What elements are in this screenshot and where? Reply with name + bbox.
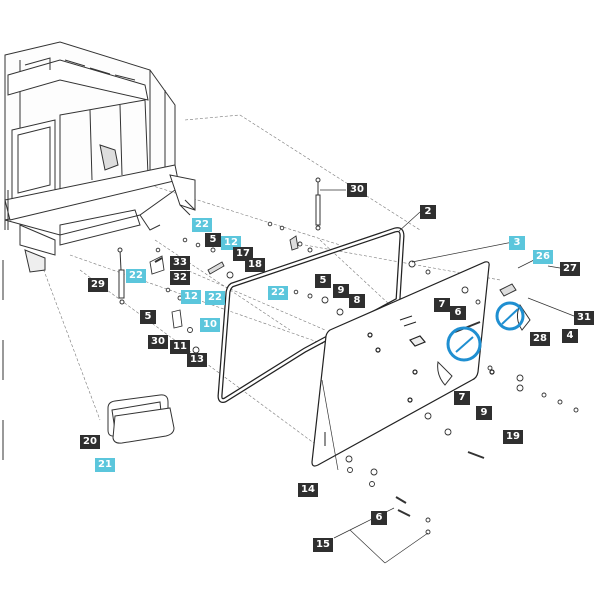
callout-6: 6: [371, 511, 387, 525]
callout-5: 5: [140, 310, 156, 324]
callout-29: 29: [88, 278, 108, 292]
highlight-circles: [446, 301, 525, 362]
callout-13: 13: [187, 353, 207, 367]
rear-glass-panel: [311, 261, 495, 467]
callout-20: 20: [80, 435, 100, 449]
callout-17: 17: [233, 247, 253, 261]
callout-18: 18: [245, 258, 265, 272]
callout-5: 5: [315, 274, 331, 288]
callout-10: 10: [200, 318, 220, 332]
callout-9: 9: [476, 406, 492, 420]
callout-22: 22: [205, 291, 225, 305]
callout-4: 4: [562, 329, 578, 343]
gas-strut-upper: [315, 177, 321, 231]
callout-31: 31: [574, 311, 594, 325]
callout-21: 21: [95, 458, 115, 472]
callout-15: 15: [313, 538, 333, 552]
callout-11: 11: [170, 340, 190, 354]
callout-19: 19: [503, 430, 523, 444]
callout-22: 22: [192, 218, 212, 232]
callout-28: 28: [530, 332, 550, 346]
side-window: [107, 394, 175, 444]
callout-3: 3: [509, 236, 525, 250]
callout-22: 22: [268, 286, 288, 300]
callout-8: 8: [349, 294, 365, 308]
callout-12: 12: [221, 236, 241, 250]
callout-32: 32: [170, 271, 190, 285]
callout-26: 26: [533, 250, 553, 264]
callout-22: 22: [126, 269, 146, 283]
callout-6: 6: [450, 306, 466, 320]
callout-5: 5: [205, 233, 221, 247]
callout-9: 9: [333, 284, 349, 298]
callout-33: 33: [170, 256, 190, 270]
cab-frame: [2, 41, 196, 460]
callout-2: 2: [420, 205, 436, 219]
callout-7: 7: [454, 391, 470, 405]
callout-27: 27: [560, 262, 580, 276]
callout-30: 30: [148, 335, 168, 349]
callout-12: 12: [181, 290, 201, 304]
callout-7: 7: [434, 298, 450, 312]
gas-strut-left: [117, 247, 125, 305]
callout-14: 14: [298, 483, 318, 497]
callout-30: 30: [347, 183, 367, 197]
